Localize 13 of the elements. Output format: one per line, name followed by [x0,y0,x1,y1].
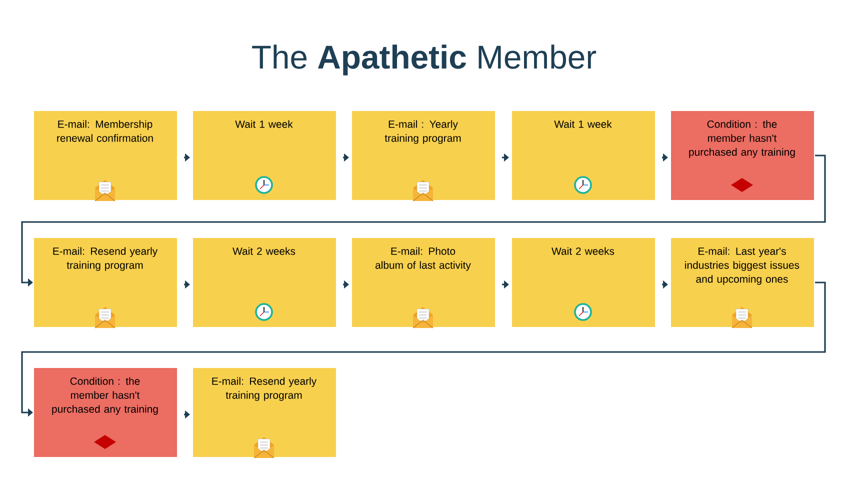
wait-step-box: Wait 1 week [511,110,656,201]
wait-step-box: Wait 1 week [192,110,337,201]
condition-box: Condition : the member hasn't purchased any training [33,367,178,458]
email-step-box: E-mail : Yearly training program [351,110,496,202]
email-step-box: E-mail: Membership renewal confirmation [33,110,178,202]
wait-step-box: Wait 2 weeks [192,237,337,328]
title: The Apathetic Member [252,44,596,76]
email-step-box: E-mail: Resend yearly training program [33,237,178,328]
email-step-box: E-mail: Photo album of last activity [351,237,496,328]
wait-step-box: Wait 2 weeks [511,237,656,328]
condition-box: Condition : the member hasn't purchased any training [670,110,815,201]
email-step-box: E-mail: Last year's industries biggest issues and upcoming ones [670,237,815,328]
email-step-box: E-mail: Resend yearly training program [192,367,337,458]
